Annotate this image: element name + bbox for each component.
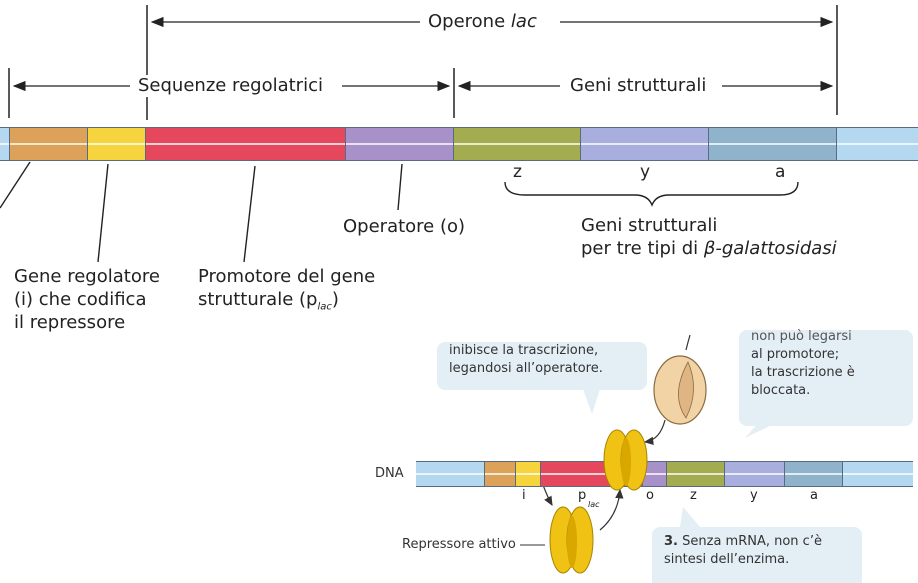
segment-gene-z <box>454 128 581 160</box>
bubble-bottom-line1: 3. Senza mRNA, non c’è <box>664 534 822 549</box>
segment-promoter <box>146 128 346 160</box>
bubble-right-line3: la trascrizione è <box>751 365 855 380</box>
bubble-right: non può legarsi al promotore; la trascri… <box>739 329 913 426</box>
active-repressor-icon <box>549 506 594 574</box>
bubble-right-line4: bloccata. <box>751 383 811 398</box>
promoter-desc-line2: strutturale (plac) <box>198 289 339 313</box>
segment-regulator <box>0 128 10 160</box>
segment-gene-y <box>581 128 709 160</box>
struct-genes-desc-line1: Geni strutturali <box>581 215 718 236</box>
bottom-segment-z <box>667 462 725 486</box>
bubble-right-line1: non può legarsi <box>751 329 852 344</box>
segment-letter-p: p <box>578 488 587 503</box>
bottom-segment-tail <box>843 462 913 486</box>
segment-letter-a: a <box>810 488 818 503</box>
segment-letter-o: o <box>646 488 654 503</box>
bound-repressor-icon <box>603 429 648 491</box>
bottom-segment-left <box>416 462 485 486</box>
segment-letter-z: z <box>690 488 697 503</box>
bubble-left-line1: inibisce la trascrizione, <box>449 343 599 358</box>
operon-label: Operone lac <box>424 11 541 33</box>
segment-dna-tail <box>837 128 918 160</box>
bubble-left-line2: legandosi all’operatore. <box>449 361 603 376</box>
bubble-right-line2: al promotore; <box>751 347 840 362</box>
segment-gene-a <box>709 128 837 160</box>
bottom-segment-a <box>785 462 843 486</box>
segment-operator <box>346 128 454 160</box>
regulator-desc-line1: Gene regolatore <box>14 266 160 287</box>
struct-genes-desc-line2: per tre tipi di β-galattosidasi <box>581 238 837 259</box>
segment-regulator-gene <box>10 128 88 160</box>
bubble-left: inibisce la trascrizione, legandosi all’… <box>437 342 647 390</box>
repressor-label: Repressore attivo <box>402 537 516 552</box>
segment-letter-y: y <box>750 488 758 503</box>
segment-letter-i: i <box>522 488 526 503</box>
dna-label: DNA <box>375 466 404 481</box>
regulatory-sequences-label: Sequenze regolatrici <box>134 75 327 97</box>
bottom-segment-y <box>725 462 785 486</box>
bubble-bottom-line2: sintesi dell’enzima. <box>664 552 790 567</box>
top-dna-strand <box>0 127 918 161</box>
segment-letter-p-sub: lac <box>588 500 600 509</box>
structural-genes-label: Geni strutturali <box>566 75 711 97</box>
regulator-desc-line2: (i) che codifica <box>14 289 147 310</box>
gene-letter-y: y <box>640 162 651 182</box>
inactive-repressor-icon <box>653 355 707 425</box>
bottom-segment-i-yellow <box>516 462 541 486</box>
regulator-desc-line3: il repressore <box>14 312 126 333</box>
promoter-desc-line1: Promotore del gene <box>198 266 376 287</box>
bubble-bottom: 3. Senza mRNA, non c’è sintesi dell’enzi… <box>652 527 862 583</box>
bottom-segment-i <box>485 462 516 486</box>
gene-letter-z: z <box>513 162 522 182</box>
segment-regulator-yellow <box>88 128 146 160</box>
gene-letter-a: a <box>775 162 786 182</box>
operator-label: Operatore (o) <box>343 216 466 237</box>
